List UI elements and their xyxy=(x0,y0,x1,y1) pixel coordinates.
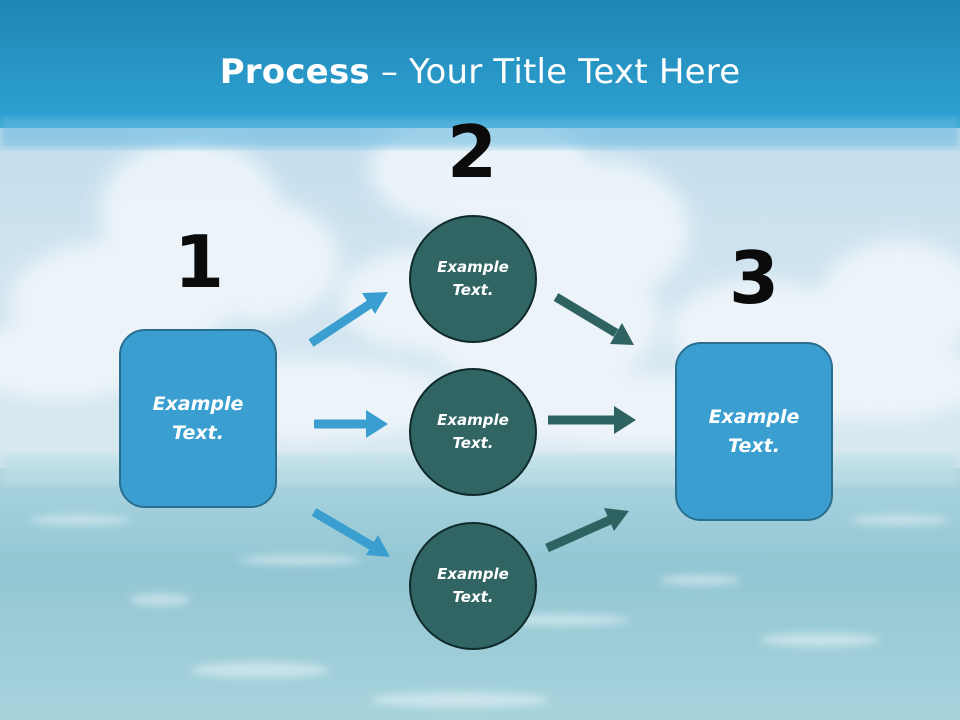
circle-middle-text: Example Text. xyxy=(437,411,509,452)
right-box-text: Example Text. xyxy=(708,405,800,457)
slide-title: Process – Your Title Text Here xyxy=(0,52,960,92)
title-rest: – Your Title Text Here xyxy=(369,52,741,92)
right-step-box: Example Text. xyxy=(675,342,833,521)
arrow-bottom-to-right xyxy=(545,508,629,553)
arrow-left-to-bottom xyxy=(311,508,390,557)
circle-bottom: Example Text. xyxy=(409,522,537,650)
step-number-1: 1 xyxy=(173,220,225,304)
circle-middle: Example Text. xyxy=(409,368,537,496)
left-step-box: Example Text. xyxy=(119,329,277,508)
circle-top-text: Example Text. xyxy=(437,258,509,299)
arrow-top-to-right xyxy=(553,293,634,345)
circle-top: Example Text. xyxy=(409,215,537,343)
arrow-middle-to-right xyxy=(548,406,636,434)
left-box-text: Example Text. xyxy=(152,392,244,444)
circle-bottom-text: Example Text. xyxy=(437,565,509,606)
title-bold: Process xyxy=(219,52,370,92)
step-number-2: 2 xyxy=(446,110,498,194)
arrow-left-to-middle xyxy=(314,410,388,438)
step-number-3: 3 xyxy=(728,236,780,320)
arrow-left-to-top xyxy=(308,292,388,347)
